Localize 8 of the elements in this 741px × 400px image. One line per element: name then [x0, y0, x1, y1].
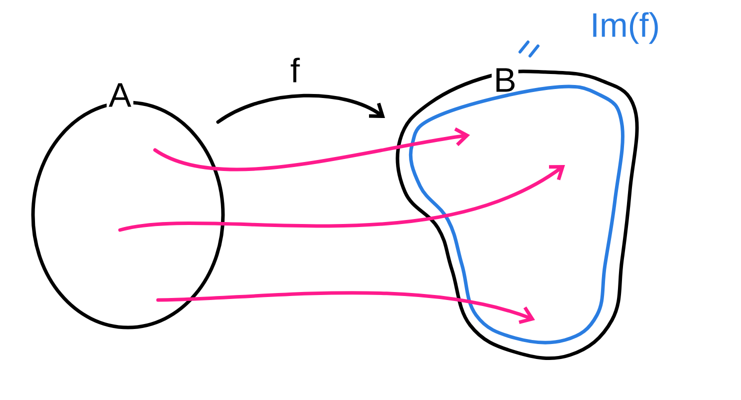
set-blob: B	[396, 66, 639, 360]
arrow	[216, 94, 385, 124]
arrow	[156, 291, 535, 324]
arrow	[153, 127, 470, 172]
node-label: Im(f)	[593, 12, 658, 44]
arrow	[118, 165, 565, 232]
edge-label: f	[288, 56, 302, 84]
node-label: A	[108, 83, 132, 107]
